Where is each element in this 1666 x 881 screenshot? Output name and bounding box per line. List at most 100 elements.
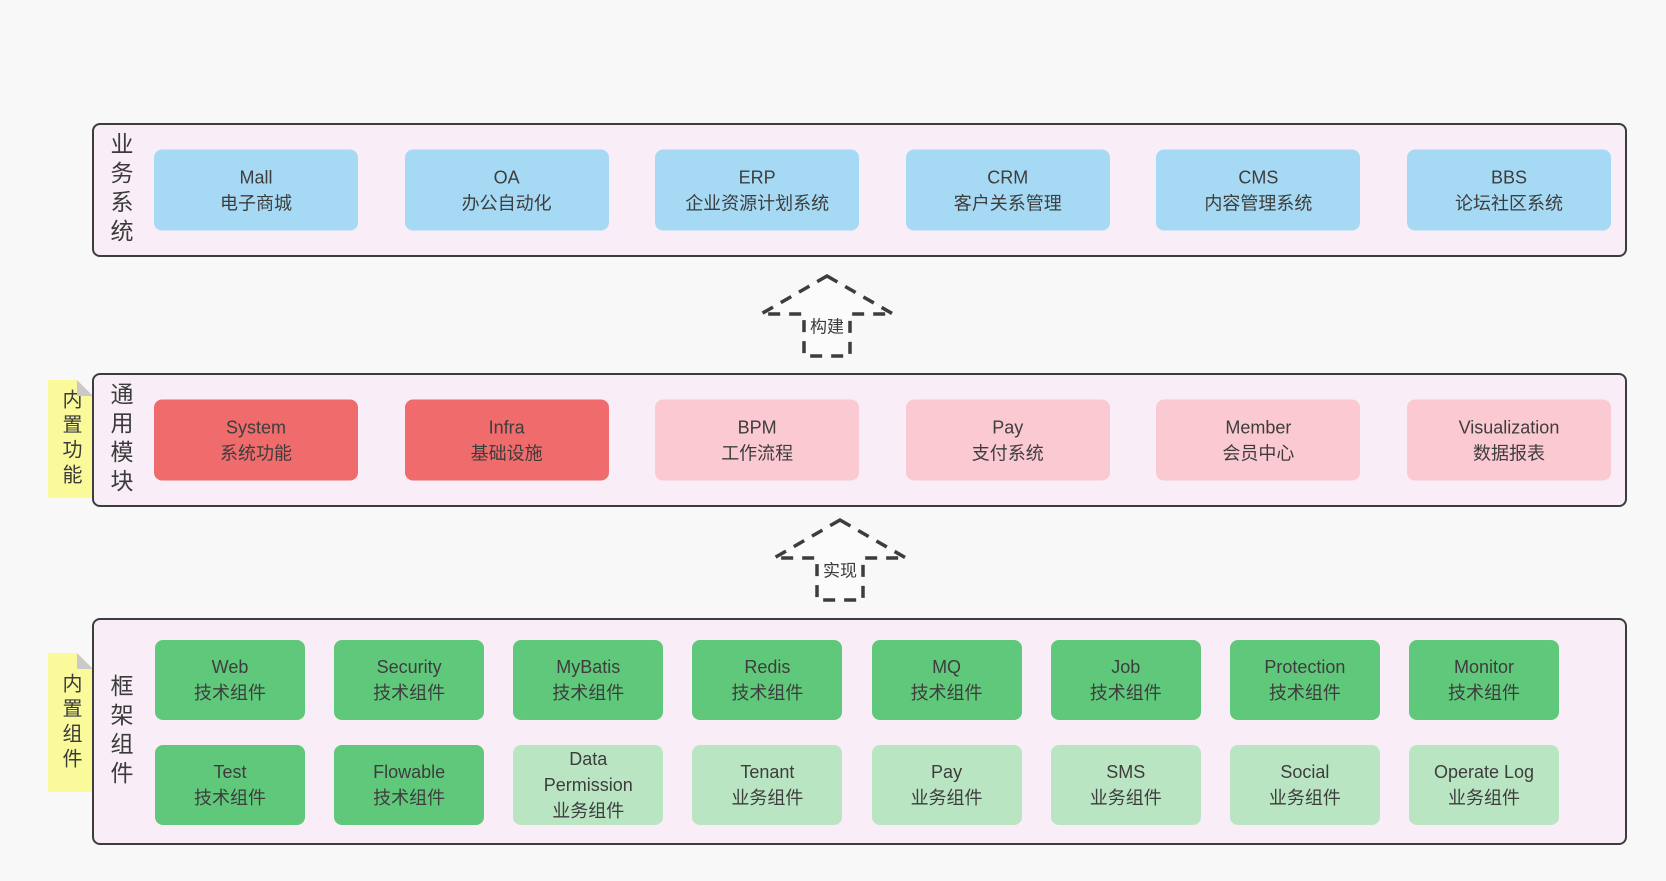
box-subtitle: 工作流程	[721, 443, 794, 463]
box-subtitle: 业务组件	[1268, 788, 1341, 808]
box-title: SMS	[1106, 762, 1146, 782]
box-row-modules: System 系统功能 Infra 基础设施 BPM 工作流程 Pay 支付系统 Member 会…	[154, 399, 1611, 481]
box-infra: Infra 基础设施	[404, 399, 609, 481]
box-cms: CMS 内容管理系统	[1156, 149, 1361, 231]
arrow-implement: 实现	[768, 517, 912, 603]
box-subtitle: 业务组件	[552, 801, 625, 821]
box-title: System	[225, 417, 286, 437]
box-subtitle: 技术组件	[910, 683, 983, 703]
box-title: CRM	[987, 167, 1029, 187]
box-subtitle: 技术组件	[1268, 683, 1341, 703]
box-crm: CRM 客户关系管理	[905, 149, 1110, 231]
box-title: Visualization	[1458, 417, 1560, 437]
sticky-note-built-in-features-label: 内置功能	[59, 389, 81, 489]
box-title: Member	[1225, 417, 1292, 437]
box-title: Protection	[1264, 657, 1346, 677]
box-subtitle: 技术组件	[373, 683, 446, 703]
box-protection: Protection 技术组件	[1229, 640, 1380, 720]
box-subtitle: 技术组件	[194, 683, 266, 703]
box-subtitle: 技术组件	[731, 683, 804, 703]
box-operate-log: Operate Log 业务组件	[1408, 745, 1559, 825]
box-system: System 系统功能	[154, 399, 358, 481]
box-social: Social 业务组件	[1229, 745, 1380, 825]
layer-panel-common-modules: 通用模块 System 系统功能 Infra 基础设施 BPM 工作流程 Pay 支付系统 Me…	[92, 373, 1627, 507]
box-subtitle: 客户关系管理	[953, 193, 1062, 213]
box-title: Security	[376, 657, 442, 677]
layer-panel-business-systems: 业务系统 Mall 电子商城 OA 办公自动化 ERP 企业资源计划系统 CRM 客户关系管理…	[92, 123, 1627, 257]
sticky-note-built-in-features: 内置功能	[48, 380, 93, 498]
box-mall: Mall 电子商城	[154, 149, 358, 231]
box-subtitle: 系统功能	[220, 443, 292, 463]
box-bbs: BBS 论坛社区系统	[1406, 149, 1611, 231]
box-subtitle: 电子商城	[220, 193, 292, 213]
box-subtitle: 业务组件	[910, 788, 983, 808]
box-pay: Pay 业务组件	[871, 745, 1022, 825]
box-title: Web	[211, 657, 249, 677]
box-title: Tenant	[740, 762, 795, 782]
box-title: MQ	[932, 657, 962, 677]
box-title: OA	[493, 167, 520, 187]
box-subtitle: 论坛社区系统	[1454, 193, 1563, 213]
box-title: Infra	[488, 417, 525, 437]
box-title: BPM	[737, 417, 777, 437]
box-title: CMS	[1238, 167, 1279, 187]
box-subtitle: 技术组件	[1447, 683, 1520, 703]
box-subtitle: 数据报表	[1472, 443, 1545, 463]
box-mybatis: MyBatis 技术组件	[513, 640, 664, 720]
box-title: Job	[1111, 657, 1141, 677]
box-subtitle: 会员中心	[1222, 443, 1295, 463]
box-job: Job 技术组件	[1050, 640, 1201, 720]
box-web: Web 技术组件	[155, 640, 305, 720]
box-subtitle: 办公自动化	[461, 193, 552, 213]
box-data-permission: Data Permission 业务组件	[513, 745, 664, 825]
box-security: Security 技术组件	[334, 640, 485, 720]
box-mq: MQ 技术组件	[871, 640, 1022, 720]
arrow-build-label: 构建	[808, 312, 846, 338]
sticky-note-built-in-components-label: 内置组件	[59, 672, 81, 773]
sticky-note-built-in-components: 内置组件	[48, 653, 93, 792]
box-flowable: Flowable 技术组件	[334, 745, 485, 825]
box-subtitle: 技术组件	[373, 788, 446, 808]
box-subtitle: 技术组件	[552, 683, 625, 703]
box-sms: SMS 业务组件	[1050, 745, 1201, 825]
box-visualization: Visualization 数据报表	[1406, 399, 1611, 481]
box-title: Data Permission	[543, 749, 633, 795]
box-title: BBS	[1490, 167, 1527, 187]
layer-label-business-systems: 业务系统	[107, 132, 133, 248]
box-title: Operate Log	[1433, 762, 1535, 782]
arrow-implement-label: 实现	[821, 556, 859, 582]
box-title: Flowable	[373, 762, 446, 782]
box-bpm: BPM 工作流程	[655, 399, 860, 481]
box-subtitle: 支付系统	[971, 443, 1044, 463]
box-monitor: Monitor 技术组件	[1408, 640, 1559, 720]
layer-label-framework-components: 框架组件	[107, 673, 133, 790]
box-title: Monitor	[1453, 657, 1514, 677]
box-redis: Redis 技术组件	[692, 640, 843, 720]
box-subtitle: 业务组件	[1447, 788, 1520, 808]
box-subtitle: 企业资源计划系统	[685, 193, 830, 213]
box-title: Test	[213, 762, 247, 782]
box-subtitle: 技术组件	[1089, 683, 1162, 703]
layer-label-common-modules: 通用模块	[107, 382, 133, 498]
box-title: Pay	[931, 762, 963, 782]
box-title: MyBatis	[556, 657, 621, 677]
arrow-build: 构建	[755, 273, 899, 359]
box-erp: ERP 企业资源计划系统	[655, 149, 860, 231]
box-oa: OA 办公自动化	[404, 149, 609, 231]
box-title: Pay	[992, 417, 1024, 437]
box-title: Redis	[744, 657, 791, 677]
box-title: ERP	[738, 167, 776, 187]
box-title: Mall	[239, 167, 273, 187]
box-subtitle: 基础设施	[470, 443, 543, 463]
box-member: Member 会员中心	[1156, 399, 1361, 481]
box-subtitle: 业务组件	[1089, 788, 1162, 808]
box-row-business: Mall 电子商城 OA 办公自动化 ERP 企业资源计划系统 CRM 客户关系管理 CMS 内容…	[154, 149, 1611, 231]
box-title: Social	[1280, 762, 1330, 782]
box-subtitle: 内容管理系统	[1204, 193, 1313, 213]
box-pay: Pay 支付系统	[905, 399, 1110, 481]
